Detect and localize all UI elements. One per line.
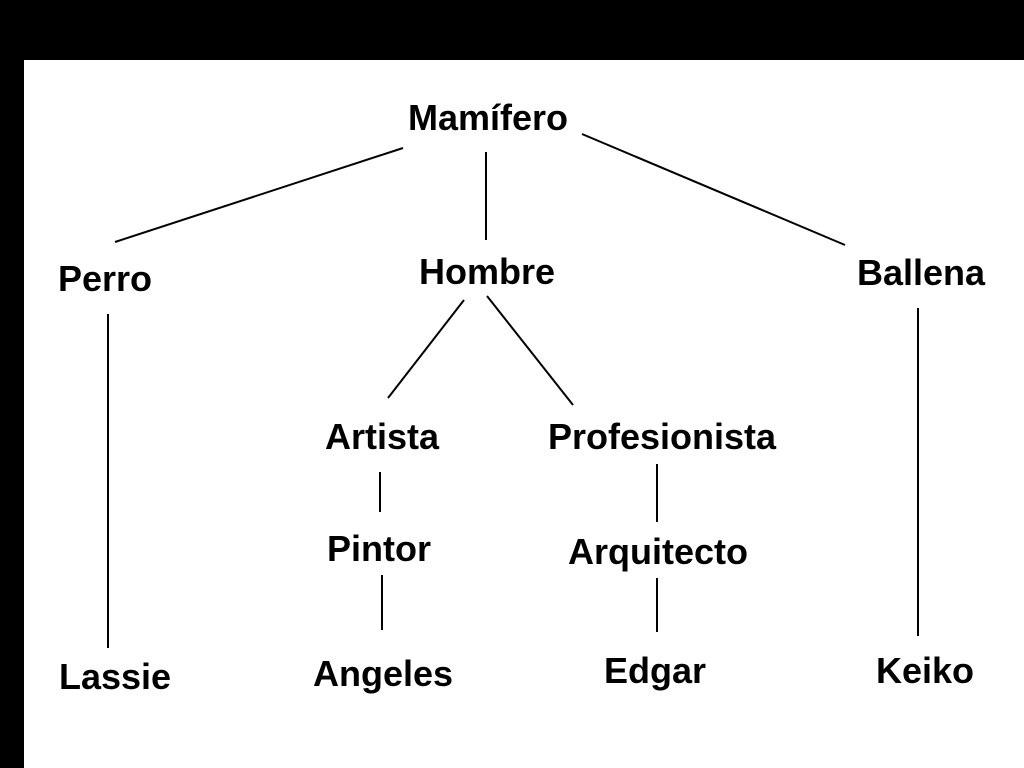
- node-perro: Perro: [57, 258, 153, 299]
- node-hombre: Hombre: [418, 251, 556, 292]
- node-ballena: Ballena: [856, 252, 986, 293]
- edge-hombre-profesionista: [486, 295, 574, 406]
- node-arquitecto: Arquitecto: [568, 531, 748, 572]
- node-edgar: Edgar: [603, 650, 707, 691]
- node-mamifero: Mamífero: [407, 97, 569, 138]
- node-artista: Artista: [324, 416, 440, 457]
- node-pintor: Pintor: [327, 528, 431, 569]
- edge-root-ballena: [581, 133, 846, 246]
- node-keiko: Keiko: [875, 650, 975, 691]
- edge-root-perro: [114, 147, 404, 243]
- edge-hombre-artista: [387, 299, 465, 399]
- diagram-panel: [24, 60, 1024, 768]
- node-angeles: Angeles: [312, 653, 454, 694]
- node-lassie: Lassie: [58, 656, 172, 697]
- node-profesionista: Profesionista: [547, 416, 777, 457]
